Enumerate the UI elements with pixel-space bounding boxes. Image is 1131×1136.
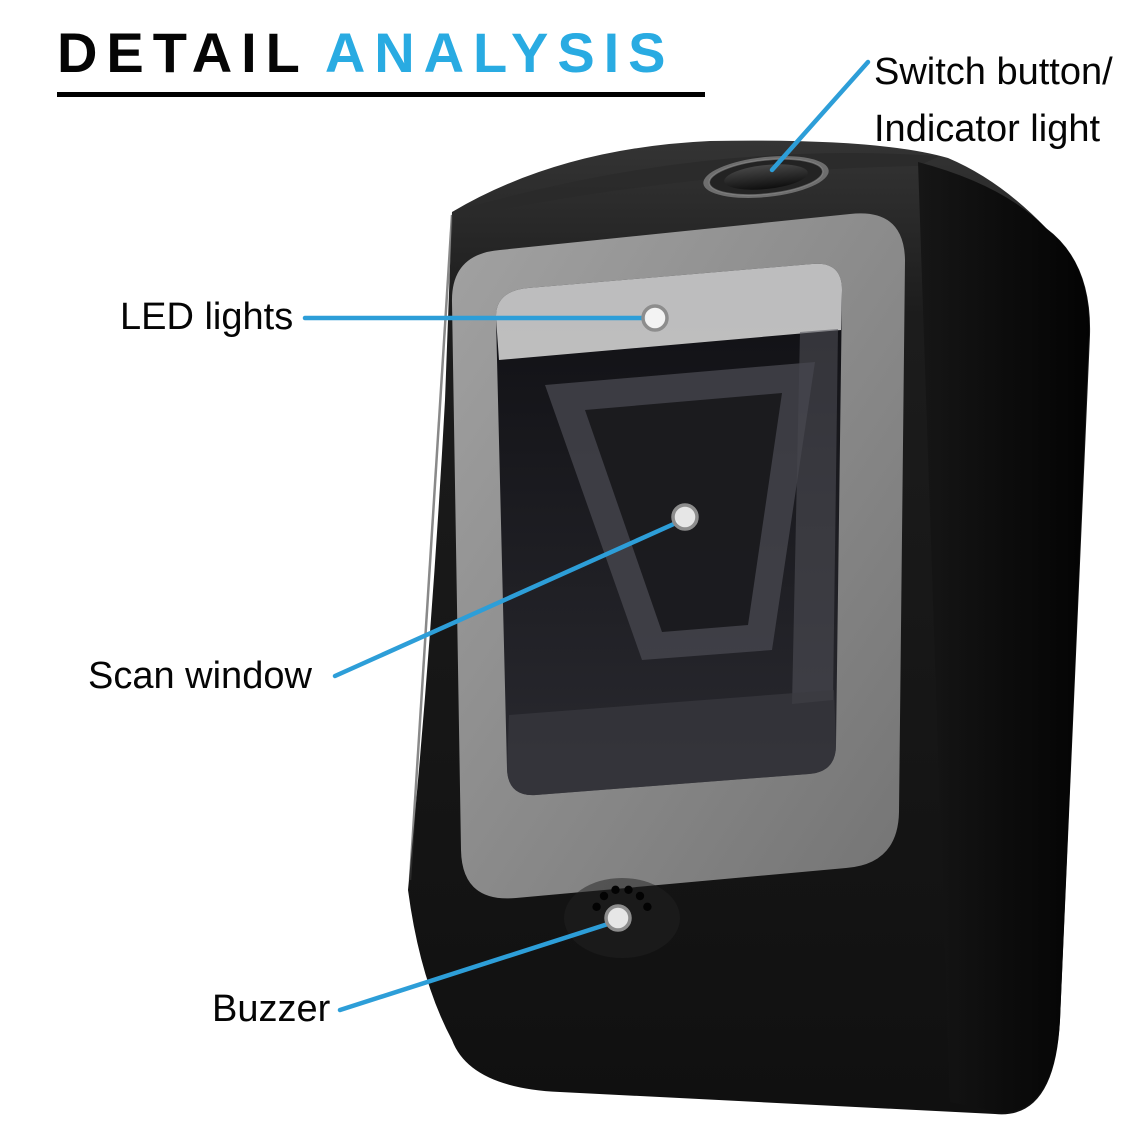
led-strip [495, 263, 842, 360]
buzzer-leader-line [337, 921, 611, 1013]
power-button [703, 156, 829, 198]
callout-scan-window: Scan window [88, 655, 312, 697]
callout-buzzer: Buzzer [212, 988, 331, 1030]
buzzer-marker [604, 904, 632, 932]
led-marker [641, 304, 669, 332]
callout-switch-button: Switch button/ Indicator light [874, 44, 1113, 158]
callout-switch-line2: Indicator light [874, 108, 1101, 150]
scanner-side-face [918, 162, 1090, 1113]
scanner-left-edge-highlight [408, 214, 454, 881]
scan-leader-line [332, 520, 679, 679]
callout-led-lights: LED lights [120, 296, 294, 338]
scan-marker [671, 503, 699, 531]
switch-leader-line [769, 59, 871, 173]
title-detail: DETAIL [57, 21, 309, 84]
title-analysis: ANALYSIS [324, 21, 675, 84]
window-reflection-bottom [507, 690, 836, 796]
callout-switch-line1: Switch button/ [874, 51, 1113, 93]
title-underline [57, 92, 705, 97]
